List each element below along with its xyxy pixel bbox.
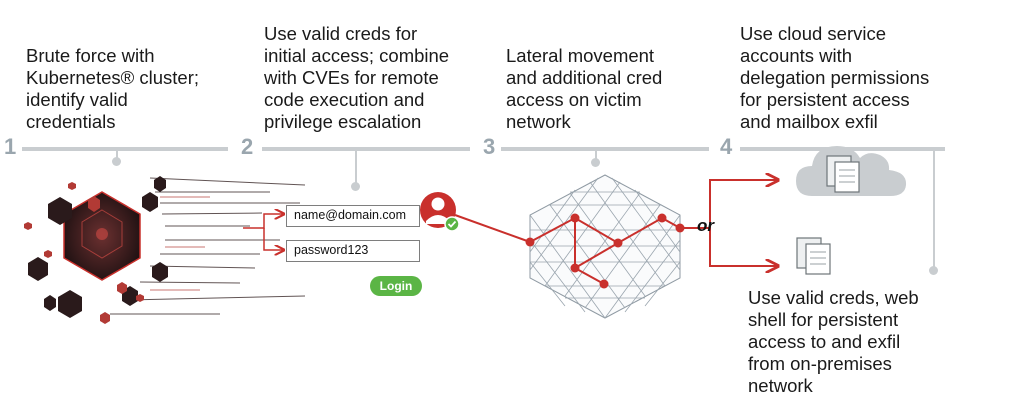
login-button[interactable]: Login — [370, 276, 422, 296]
documents-icon — [796, 237, 831, 275]
checkmark-icon — [444, 216, 460, 232]
step-4-number: 4 — [720, 134, 733, 159]
username-field[interactable]: name@domain.com — [286, 205, 420, 227]
step-2-caption: Use valid creds for initial access; comb… — [264, 23, 450, 132]
network-mesh-icon — [525, 174, 685, 319]
step-3-caption: Lateral movement and additional cred acc… — [506, 45, 663, 132]
timeline-rule-3 — [501, 147, 709, 151]
timeline-stem-3 — [595, 149, 597, 161]
on-prem-caption: Use valid creds, web shell for persisten… — [748, 287, 919, 396]
documents-icon — [826, 155, 860, 193]
timeline-rule-1 — [22, 147, 228, 151]
step-4-caption: Use cloud service accounts with delegati… — [740, 23, 930, 132]
branch-arrows — [680, 180, 778, 266]
lateral-path — [454, 214, 531, 243]
timeline-stem-1 — [116, 149, 118, 159]
login-bracket — [243, 214, 284, 250]
timeline-dot-4 — [929, 266, 938, 275]
step-2-number: 2 — [241, 134, 254, 159]
timeline-stem-2 — [355, 149, 357, 185]
kubernetes-cluster-icon — [24, 176, 306, 324]
timeline-dot-1 — [112, 157, 121, 166]
step-3-number: 3 — [483, 134, 496, 159]
or-label: or — [697, 216, 714, 235]
timeline-rule-2 — [262, 147, 470, 151]
step-1-number: 1 — [4, 134, 17, 159]
step-1-caption: Brute force with Kubernetes® cluster; id… — [26, 45, 200, 132]
timeline-dot-3 — [591, 158, 600, 167]
timeline-stem-4 — [933, 149, 935, 269]
password-field[interactable]: password123 — [286, 240, 420, 262]
timeline-dot-2 — [351, 182, 360, 191]
